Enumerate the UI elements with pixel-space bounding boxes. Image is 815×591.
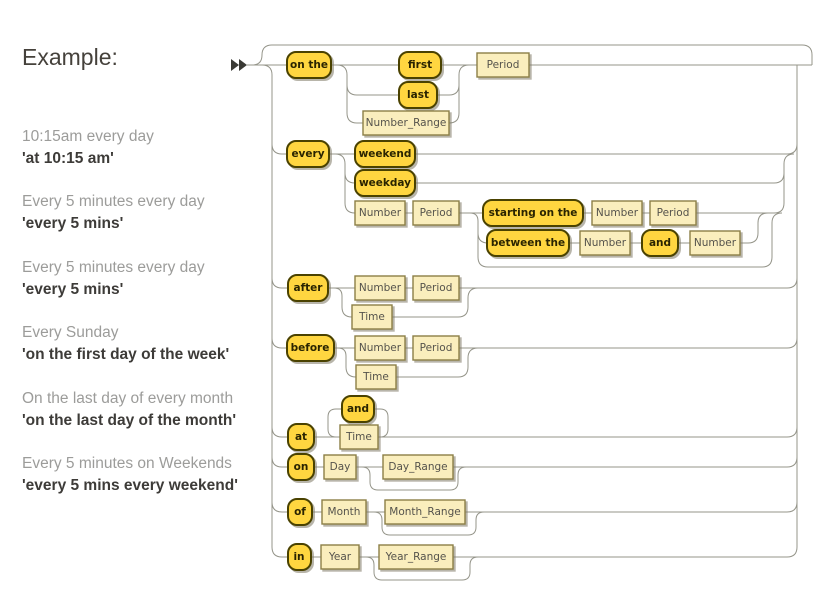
svg-text:weekday: weekday	[359, 177, 411, 189]
svg-text:after: after	[294, 282, 324, 294]
svg-text:Period: Period	[487, 59, 520, 71]
example-item: Every 5 minutes on Weekends 'every 5 min…	[22, 453, 262, 497]
example-description: Every 5 minutes on Weekends	[22, 455, 232, 472]
nonterminal-month-range: Month_Range	[384, 499, 466, 525]
nonterminal-time: Time	[355, 364, 397, 390]
nonterminal-day-range: Day_Range	[382, 454, 454, 480]
svg-text:Time: Time	[358, 311, 385, 323]
svg-text:Month: Month	[328, 506, 361, 518]
keyword-weekend: weekend	[354, 140, 416, 168]
keyword-between-the: between the	[486, 229, 570, 257]
nonterminal-number: Number	[354, 275, 406, 301]
svg-text:Number: Number	[596, 207, 639, 219]
example-expression: 'on the first day of the week'	[22, 346, 230, 363]
keyword-on-the: on the	[286, 51, 332, 79]
nonterminal-number-range: Number_Range	[362, 110, 450, 136]
nonterminal-period: Period	[412, 335, 460, 361]
svg-text:Year_Range: Year_Range	[385, 551, 447, 563]
keyword-starting-on-the: starting on the	[482, 199, 584, 227]
keyword-on: on	[287, 453, 315, 481]
keyword-at: at	[287, 423, 315, 451]
svg-text:Number: Number	[359, 282, 402, 294]
svg-text:before: before	[291, 342, 330, 354]
example-item: Every Sunday 'on the first day of the we…	[22, 322, 262, 366]
svg-text:in: in	[293, 551, 304, 563]
svg-text:and: and	[347, 403, 369, 415]
example-expression: 'every 5 mins every weekend'	[22, 477, 238, 494]
example-expression: 'every 5 mins'	[22, 215, 124, 232]
nonterminal-period: Period	[412, 275, 460, 301]
keyword-every: every	[286, 140, 330, 168]
keyword-in: in	[287, 543, 312, 571]
svg-text:Year: Year	[328, 551, 352, 563]
svg-text:Day: Day	[330, 461, 351, 473]
nonterminal-number: Number	[689, 230, 741, 256]
examples-title: Example:	[22, 44, 118, 70]
example-description: Every Sunday	[22, 324, 119, 341]
example-description: 10:15am every day	[22, 128, 154, 145]
keyword-of: of	[287, 498, 313, 526]
svg-text:Day_Range: Day_Range	[388, 461, 447, 473]
svg-text:and: and	[649, 237, 671, 249]
nonterminal-period: Period	[649, 200, 697, 226]
svg-text:last: last	[407, 89, 429, 101]
svg-text:on the: on the	[290, 59, 328, 71]
svg-text:Period: Period	[420, 282, 453, 294]
svg-text:Period: Period	[657, 207, 690, 219]
svg-text:of: of	[294, 506, 306, 518]
svg-text:Number_Range: Number_Range	[366, 117, 447, 129]
nonterminal-time: Time	[351, 304, 393, 330]
nonterminal-period: Period	[412, 200, 460, 226]
svg-text:Period: Period	[420, 342, 453, 354]
svg-text:Time: Time	[345, 431, 372, 443]
example-expression: 'every 5 mins'	[22, 281, 124, 298]
svg-text:Period: Period	[420, 207, 453, 219]
nonterminal-number: Number	[354, 200, 406, 226]
example-description: Every 5 minutes every day	[22, 259, 205, 276]
keyword-and: and	[341, 395, 375, 423]
svg-text:at: at	[295, 431, 307, 443]
nonterminal-period: Period	[476, 52, 530, 78]
example-item: On the last day of every month 'on the l…	[22, 388, 262, 432]
svg-text:Number: Number	[359, 342, 402, 354]
example-description: Every 5 minutes every day	[22, 193, 205, 210]
svg-text:weekend: weekend	[359, 148, 412, 160]
nonterminal-number: Number	[591, 200, 643, 226]
keyword-last: last	[398, 81, 438, 109]
svg-text:Number: Number	[694, 237, 737, 249]
svg-text:Number: Number	[584, 237, 627, 249]
nonterminal-month: Month	[321, 499, 367, 525]
svg-text:Time: Time	[362, 371, 389, 383]
nonterminal-year-range: Year_Range	[378, 544, 454, 570]
svg-text:Number: Number	[359, 207, 402, 219]
keyword-and: and	[641, 229, 679, 257]
example-item: Every 5 minutes every day 'every 5 mins'	[22, 191, 262, 235]
start-arrow-icon	[231, 59, 247, 71]
svg-text:Month_Range: Month_Range	[389, 506, 460, 518]
example-item: 10:15am every day 'at 10:15 am'	[22, 126, 262, 170]
keyword-after: after	[287, 274, 329, 302]
example-item: Every 5 minutes every day 'every 5 mins'	[22, 257, 262, 301]
svg-text:starting on the: starting on the	[489, 207, 578, 219]
nonterminal-year: Year	[320, 544, 360, 570]
example-description: On the last day of every month	[22, 390, 234, 407]
svg-text:first: first	[408, 59, 432, 71]
svg-text:on: on	[294, 461, 309, 473]
svg-text:between the: between the	[491, 237, 565, 249]
nonterminal-time: Time	[339, 424, 379, 450]
nonterminal-day: Day	[323, 454, 357, 480]
example-expression: 'at 10:15 am'	[22, 150, 114, 167]
nonterminal-number: Number	[579, 230, 631, 256]
example-expression: 'on the last day of the month'	[22, 412, 237, 429]
keyword-before: before	[286, 334, 335, 362]
keyword-weekday: weekday	[354, 169, 416, 197]
keyword-first: first	[398, 51, 442, 79]
svg-text:every: every	[291, 148, 324, 160]
nonterminal-number: Number	[354, 335, 406, 361]
